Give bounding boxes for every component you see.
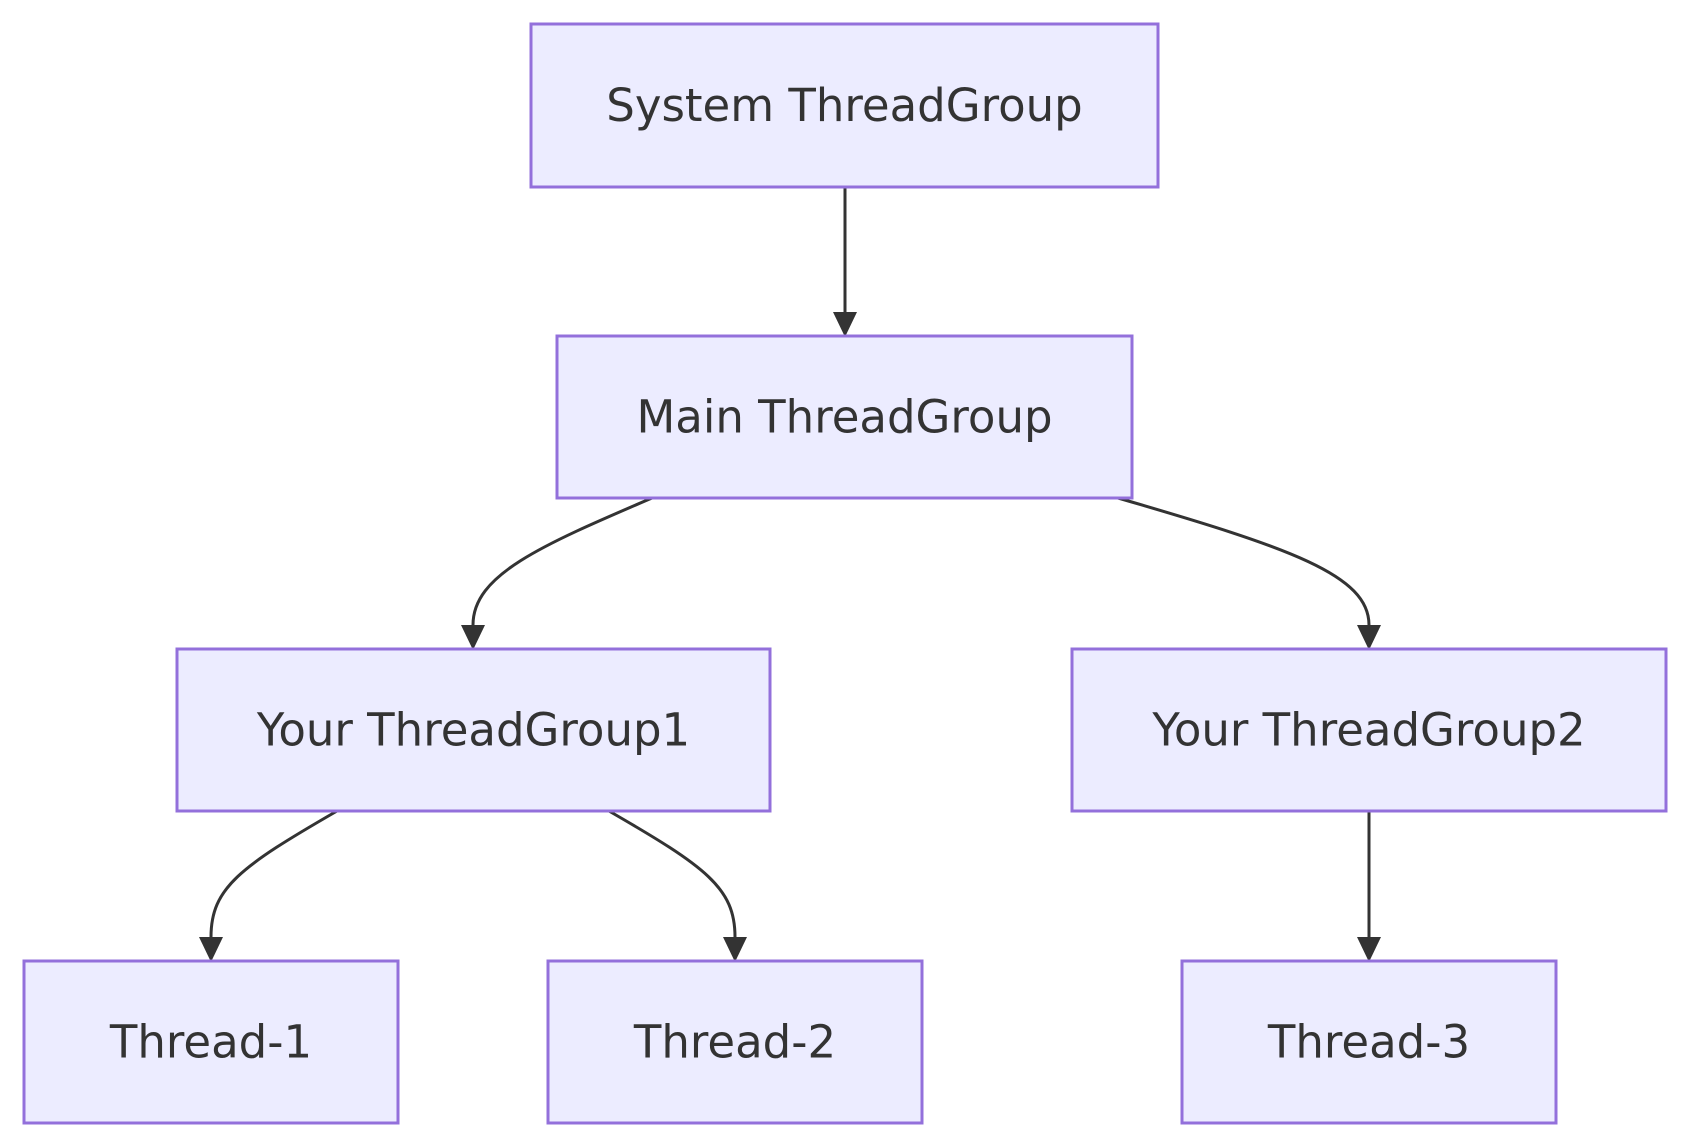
node-thread-3: Thread-3 bbox=[1180, 959, 1558, 1125]
edge-group2-to-thread3 bbox=[1357, 811, 1381, 962]
edge-group1-to-thread1 bbox=[199, 809, 338, 962]
node-thread-2: Thread-2 bbox=[546, 959, 924, 1125]
node-label: System ThreadGroup bbox=[606, 79, 1082, 132]
nodes: System ThreadGroup Main ThreadGroup Your… bbox=[22, 22, 1668, 1125]
node-main-threadgroup: Main ThreadGroup bbox=[555, 334, 1134, 500]
edge-system-to-main bbox=[833, 187, 857, 337]
node-thread-1: Thread-1 bbox=[22, 959, 400, 1125]
arrowhead-icon bbox=[1357, 625, 1381, 650]
node-your-threadgroup1: Your ThreadGroup1 bbox=[175, 647, 772, 813]
edges bbox=[199, 187, 1381, 962]
node-label: Your ThreadGroup2 bbox=[1151, 704, 1585, 757]
node-label: Your ThreadGroup1 bbox=[256, 704, 690, 757]
node-label: Thread-2 bbox=[633, 1016, 836, 1069]
node-label: Thread-3 bbox=[1267, 1016, 1470, 1069]
arrowhead-icon bbox=[461, 625, 485, 650]
edge-main-to-group2 bbox=[1117, 496, 1381, 650]
edge-main-to-group1 bbox=[461, 496, 653, 650]
node-your-threadgroup2: Your ThreadGroup2 bbox=[1070, 647, 1668, 813]
arrowhead-icon bbox=[833, 312, 857, 337]
arrowhead-icon bbox=[723, 937, 747, 962]
edge-group1-to-thread2 bbox=[608, 809, 747, 962]
node-label: Thread-1 bbox=[109, 1016, 312, 1069]
node-label: Main ThreadGroup bbox=[636, 391, 1052, 444]
node-system-threadgroup: System ThreadGroup bbox=[529, 22, 1160, 189]
arrowhead-icon bbox=[1357, 937, 1381, 962]
arrowhead-icon bbox=[199, 937, 223, 962]
